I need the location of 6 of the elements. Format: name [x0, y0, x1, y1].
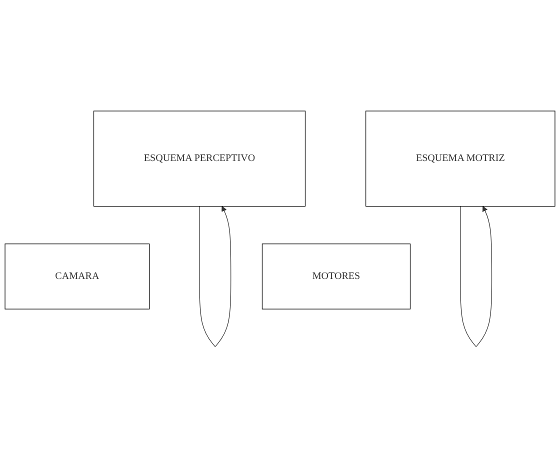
node-box: ESQUEMA PERCEPTIVO — [93, 110, 306, 206]
arrow — [199, 206, 232, 347]
arrow — [460, 206, 492, 347]
node-box: CAMARA — [4, 243, 150, 309]
node-box: ESQUEMA MOTRIZ — [366, 110, 556, 206]
node-box: MOTORES — [262, 243, 411, 309]
